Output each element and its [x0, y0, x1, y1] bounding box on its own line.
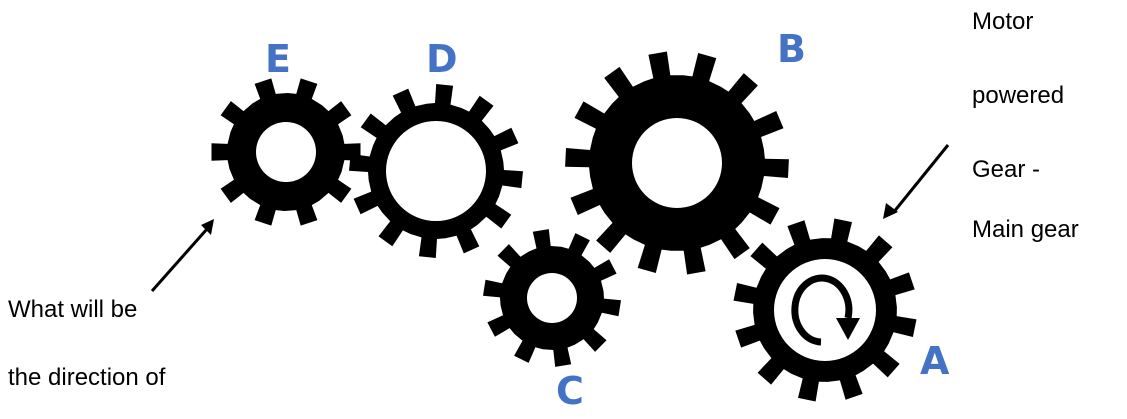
gear-d — [349, 84, 523, 258]
gear-c — [483, 229, 621, 367]
question-line-2: the direction of — [8, 366, 165, 390]
gear-label-e: E — [265, 40, 291, 78]
motor-note-line-1: Motor — [972, 10, 1033, 34]
motor-note-line-4: Main gear — [972, 218, 1079, 242]
motor-note-line-2: powered — [972, 84, 1064, 108]
clockwise-rotation-arrow-icon — [795, 278, 860, 342]
gear-label-d: D — [426, 40, 458, 78]
motor-note-line-3: Gear - — [972, 158, 1040, 182]
gear-label-a: A — [920, 342, 949, 380]
gear-label-c: C — [556, 372, 584, 410]
gear-label-b: B — [777, 30, 806, 68]
gear-b — [565, 52, 789, 275]
gear-e — [212, 78, 361, 225]
gear-a — [734, 219, 917, 402]
motor-pointer-arrow-icon — [883, 145, 948, 219]
question-line-1: What will be — [8, 298, 137, 322]
question-pointer-arrow-icon — [152, 219, 214, 291]
